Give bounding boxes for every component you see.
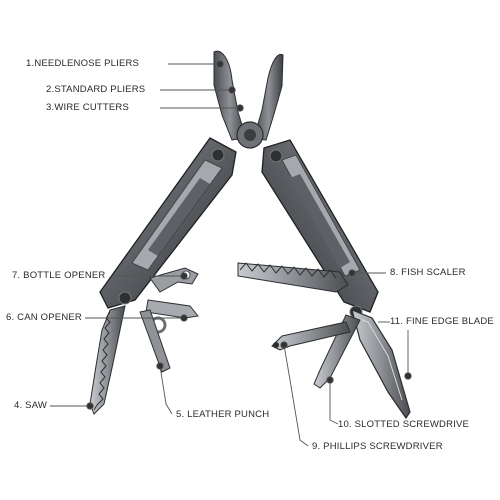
phillips-screwdriver [271, 321, 351, 351]
label-bottle-opener: 7. BOTTLE OPENER [12, 270, 106, 281]
label-needlenose-pliers: 1.NEEDLENOSE PLIERS [26, 58, 140, 69]
leader-dot-fish-scaler [348, 269, 356, 277]
leader-dot-standard [228, 86, 236, 94]
fish-scaler-tool [237, 262, 349, 293]
label-standard-pliers: 2.STANDARD PLIERS [46, 84, 146, 95]
leader-dot-phillips [280, 341, 288, 349]
leader-dot-can-opener [180, 314, 188, 322]
leader-line-phillips [283, 344, 309, 447]
label-can-opener: 6. CAN OPENER [6, 312, 82, 323]
leather-punch-tool [139, 309, 171, 373]
label-fish-scaler: 8. FISH SCALER [390, 267, 466, 278]
leader-dot-leather-punch [156, 362, 164, 370]
left-handle [99, 137, 237, 309]
leader-line-leather-punch [159, 365, 173, 415]
leader-line-slotted [329, 380, 339, 425]
label-saw: 4. SAW [14, 400, 48, 411]
right-handle [261, 139, 379, 319]
fine-edge-blade [351, 308, 411, 420]
slotted-screwdriver [313, 314, 361, 389]
leader-dot-saw [86, 402, 94, 410]
leader-dot-blade [404, 372, 412, 380]
label-slotted-screwdriver: 10. SLOTTED SCREWDRIVE [338, 419, 470, 430]
leader-dot-needlenose [216, 60, 224, 68]
needlenose-pliers-jaws [213, 50, 284, 149]
leader-dot-wire-cutters [236, 104, 244, 112]
label-wire-cutters: 3.WIRE CUTTERS [46, 102, 130, 113]
label-phillips-screwdriver: 9. PHILLIPS SCREWDRIVER [312, 441, 443, 452]
leader-dot-bottle-opener [180, 272, 188, 280]
label-leather-punch: 5. LEATHER PUNCH [176, 409, 270, 420]
leader-dot-slotted [326, 376, 334, 384]
label-fine-edge-blade: 11. FINE EDGE BLADE [390, 316, 494, 327]
